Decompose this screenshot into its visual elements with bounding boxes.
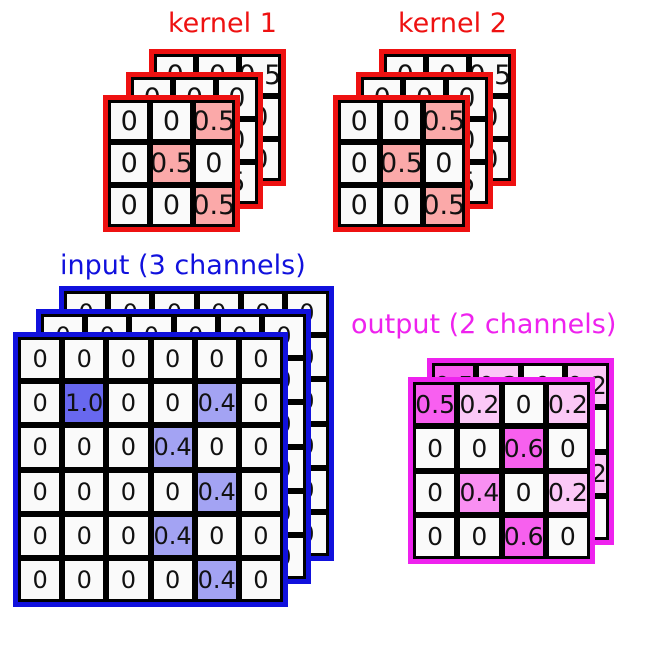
output-cell: 0: [501, 470, 546, 515]
input-cell: 0: [18, 513, 63, 558]
input-cell: 0: [18, 381, 63, 426]
kernel-2-cell: 0: [338, 142, 381, 185]
kernel-1-cell: 0.5: [192, 184, 235, 227]
output-cell: 0.6: [501, 514, 546, 559]
diagram-canvas: kernel 1 kernel 2 input (3 channels) out…: [13, 8, 617, 607]
input-cell: 1.0: [62, 381, 107, 426]
input-cell: 0: [62, 513, 107, 558]
input-cell: 0: [106, 337, 151, 382]
input-cell: 0: [150, 557, 195, 602]
input-cell: 0: [106, 513, 151, 558]
input-cell: 0: [106, 557, 151, 602]
output-cell: 0: [413, 514, 458, 559]
input-cell: 0: [62, 425, 107, 470]
kernel-1-cell: 0: [150, 100, 193, 143]
kernel-2-cell: 0: [380, 100, 423, 143]
output-cell: 0.2: [545, 470, 590, 515]
input-cell: 0: [238, 381, 283, 426]
kernel-1-cell: 0: [108, 100, 151, 143]
output-cell: 0.2: [545, 382, 590, 427]
output-cell: 0: [545, 514, 590, 559]
output-cell: 0: [501, 382, 546, 427]
input-cell: 0: [106, 469, 151, 514]
input-cell: 0: [150, 469, 195, 514]
kernel-2-cell: 0.5: [422, 100, 465, 143]
input-cell: 0: [62, 469, 107, 514]
kernel-1-cell: 0: [108, 184, 151, 227]
output-cell: 0: [457, 426, 502, 471]
input-cell: 0: [194, 425, 239, 470]
input-cell: 0.4: [194, 381, 239, 426]
input-cell: 0.4: [194, 557, 239, 602]
kernel-1-cell: 0: [192, 142, 235, 185]
kernel-2-cell: 0: [338, 100, 381, 143]
input-cell: 0.4: [150, 425, 195, 470]
input-cell: 0: [238, 557, 283, 602]
input-cell: 0: [106, 381, 151, 426]
kernel-1-title: kernel 1: [168, 8, 277, 39]
input-cell: 0: [238, 337, 283, 382]
output-cell: 0.6: [501, 426, 546, 471]
input-cell: 0: [150, 381, 195, 426]
input-cell: 0: [194, 337, 239, 382]
output-cell: 0.2: [457, 382, 502, 427]
kernel-2-cell: 0.5: [380, 142, 423, 185]
input-cell: 0: [62, 557, 107, 602]
input-cell: 0: [194, 513, 239, 558]
input-cell: 0: [18, 337, 63, 382]
input-cell: 0: [62, 337, 107, 382]
output-cell: 0: [413, 470, 458, 515]
kernel-2-cell: 0.5: [422, 184, 465, 227]
output-cell: 0.5: [413, 382, 458, 427]
input-stack: 0000000000000000000000000000000000000000…: [13, 286, 334, 653]
kernel-1-cell: 0.5: [150, 142, 193, 185]
kernel-2-cell: 0: [380, 184, 423, 227]
input-cell: 0: [238, 513, 283, 558]
kernel-2-title: kernel 2: [398, 8, 507, 39]
input-cell: 0: [238, 425, 283, 470]
input-cell: 0: [18, 425, 63, 470]
kernel-1-cell: 0.5: [192, 100, 235, 143]
kernel-1-cell: 0: [108, 142, 151, 185]
output-cell: 0: [545, 426, 590, 471]
input-cell: 0: [18, 469, 63, 514]
input-cell: 0.4: [194, 469, 239, 514]
output-title: output (2 channels): [351, 309, 617, 340]
input-cell: 0: [150, 337, 195, 382]
output-stack: 0.50.200.2000.6000.400.2000.600.50.200.2…: [408, 358, 614, 583]
output-cell: 0: [457, 514, 502, 559]
input-cell: 0.4: [150, 513, 195, 558]
input-cell: 0: [106, 425, 151, 470]
kernel-2-cell: 0: [338, 184, 381, 227]
kernel-1-cell: 0: [150, 184, 193, 227]
output-cell: 0.4: [457, 470, 502, 515]
kernel-2-cell: 0: [422, 142, 465, 185]
input-cell: 0: [18, 557, 63, 602]
input-cell: 0: [238, 469, 283, 514]
output-cell: 0: [413, 426, 458, 471]
input-title: input (3 channels): [60, 250, 306, 281]
